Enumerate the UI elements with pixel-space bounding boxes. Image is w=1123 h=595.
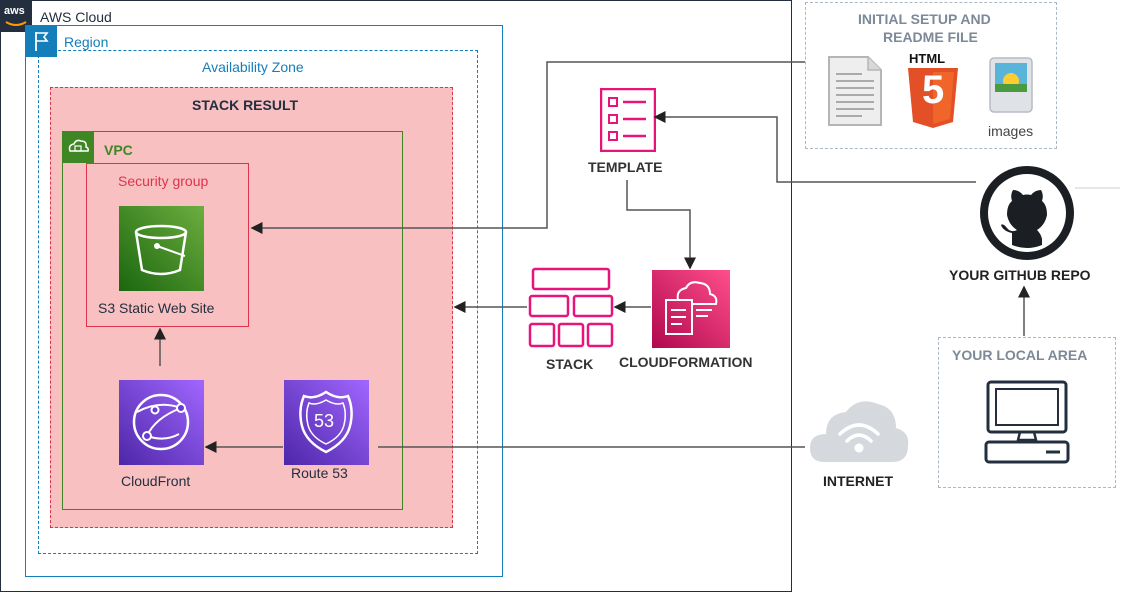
s3-label: S3 Static Web Site: [98, 300, 215, 316]
cloudfront-label: CloudFront: [121, 473, 191, 489]
computer-icon[interactable]: [984, 380, 1070, 464]
aws-logo-text: aws: [4, 5, 25, 17]
images-label: images: [988, 123, 1034, 139]
cloudformation-icon[interactable]: [652, 270, 730, 348]
github-octocat-icon[interactable]: [979, 165, 1075, 261]
local-area-group: [938, 337, 1116, 488]
route53-label: Route 53: [291, 465, 348, 481]
readme-document-icon[interactable]: [826, 54, 884, 128]
initial-setup-group: [805, 2, 1057, 149]
availability-zone-group: [38, 50, 478, 554]
vpc-label: VPC: [104, 142, 133, 158]
security-group: [86, 163, 249, 327]
cloudfront-icon[interactable]: [119, 380, 204, 465]
route53-icon[interactable]: 53: [284, 380, 369, 465]
readme-to-s3-arrow: [250, 61, 805, 234]
github-label: YOUR GITHUB REPO: [949, 267, 1091, 283]
vpc-group: [62, 131, 403, 510]
aws-smile-icon: [5, 21, 27, 26]
availability-zone-label: Availability Zone: [202, 59, 304, 75]
s3-bucket-icon[interactable]: [119, 206, 204, 291]
stack-result-label: STACK RESULT: [192, 97, 299, 113]
github-to-template-arrow: [653, 111, 976, 183]
stack-icon[interactable]: [528, 266, 614, 350]
aws-cloud-label: AWS Cloud: [40, 9, 112, 25]
images-icon[interactable]: [988, 56, 1034, 114]
vpc-icon: [62, 131, 94, 163]
region-label: Region: [64, 34, 109, 50]
html5-badge-text: HTML: [909, 51, 946, 66]
region-flag-icon: [25, 25, 57, 57]
internet-cloud-icon[interactable]: [808, 394, 912, 468]
internet-label: INTERNET: [823, 473, 893, 489]
initial-setup-title-line2: README FILE: [883, 29, 978, 45]
template-to-cloudformation-arrow: [626, 180, 696, 270]
stack-label: STACK: [546, 356, 594, 372]
security-group-label: Security group: [118, 173, 209, 189]
cloudformation-label: CLOUDFORMATION: [619, 354, 753, 370]
initial-setup-title-line1: INITIAL SETUP AND: [858, 11, 991, 27]
html5-digit: 5: [922, 68, 945, 112]
template-label: TEMPLATE: [588, 159, 663, 175]
aws-cloud-group: [0, 0, 792, 592]
stack-result-group: [50, 87, 453, 528]
region-group: [25, 25, 503, 577]
route53-badge: 53: [314, 411, 335, 431]
local-area-label: YOUR LOCAL AREA: [952, 347, 1088, 363]
html5-shield-icon[interactable]: [906, 66, 960, 130]
